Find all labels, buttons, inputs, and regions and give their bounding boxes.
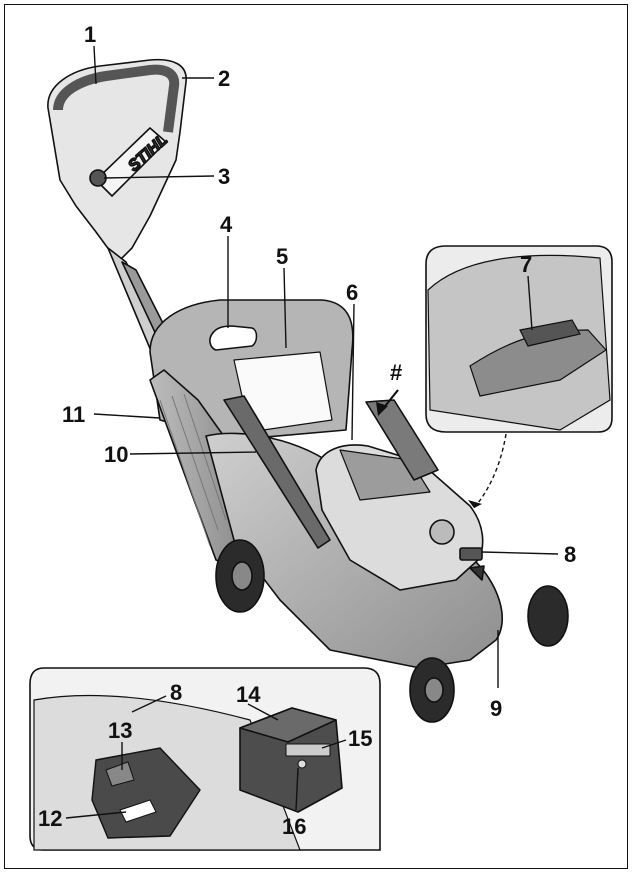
safety-key bbox=[459, 547, 483, 561]
callout-8-inset: 8 bbox=[170, 680, 182, 705]
callout-hash: # bbox=[390, 360, 402, 385]
callout-8: 8 bbox=[564, 542, 576, 567]
inset-connector bbox=[473, 433, 507, 509]
side-latch bbox=[365, 399, 439, 481]
charge-button bbox=[297, 759, 307, 769]
callout-16: 16 bbox=[282, 814, 306, 839]
mower-body bbox=[205, 395, 503, 669]
callout-6: 6 bbox=[346, 280, 358, 305]
callout-10: 10 bbox=[104, 442, 128, 467]
callout-9: 9 bbox=[490, 696, 502, 721]
callout-13: 13 bbox=[108, 718, 132, 743]
callout-12: 12 bbox=[38, 806, 62, 831]
callout-5: 5 bbox=[276, 244, 288, 269]
catcher-handle bbox=[209, 325, 258, 351]
callout-4: 4 bbox=[220, 212, 233, 237]
callout-1: 1 bbox=[84, 22, 96, 47]
callout-2: 2 bbox=[218, 66, 230, 91]
wheels bbox=[215, 539, 569, 723]
callout-14: 14 bbox=[236, 682, 261, 707]
handle-knob bbox=[89, 169, 107, 187]
battery-pack bbox=[239, 707, 343, 813]
leader-lines bbox=[65, 45, 559, 819]
height-lever bbox=[223, 395, 331, 549]
grass-catcher bbox=[149, 299, 354, 571]
front-wheel-right bbox=[527, 585, 569, 647]
callout-11: 11 bbox=[62, 402, 85, 427]
charge-indicator bbox=[285, 743, 331, 757]
callout-3: 3 bbox=[218, 164, 230, 189]
callout-15: 15 bbox=[348, 726, 372, 751]
inset-top-detail bbox=[425, 245, 613, 433]
callout-labels: 1 2 3 4 5 6 7 8 9 10 11 12 13 14 15 16 #… bbox=[38, 22, 576, 839]
callout-7: 7 bbox=[520, 252, 532, 277]
start-button bbox=[429, 519, 455, 545]
